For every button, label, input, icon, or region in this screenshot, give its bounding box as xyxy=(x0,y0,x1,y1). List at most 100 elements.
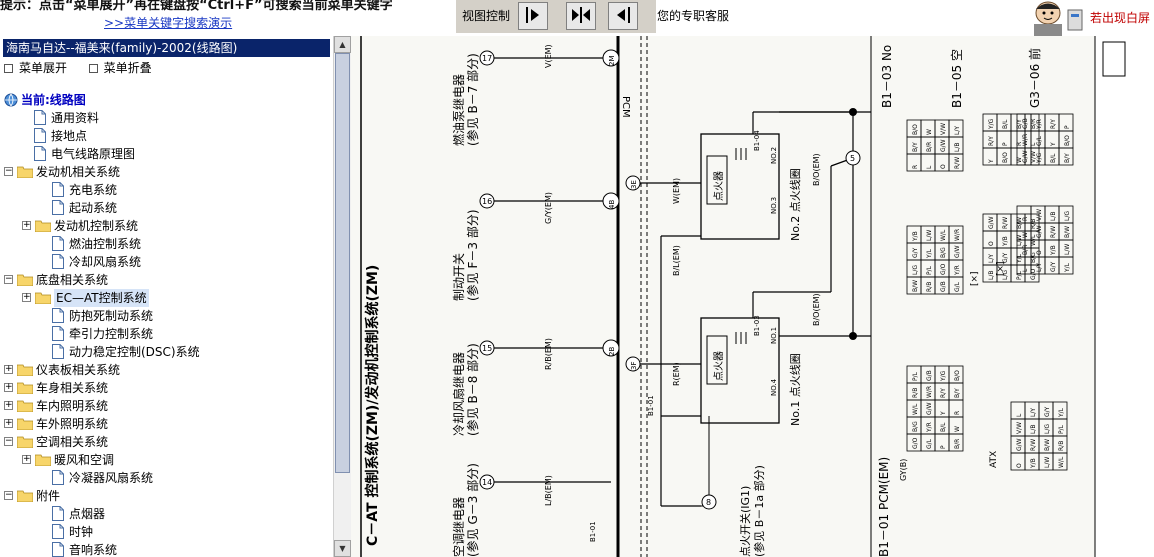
tree-item[interactable]: + 车外照明系统 xyxy=(0,415,330,433)
tree-item-label[interactable]: 电气线路原理图 xyxy=(51,147,136,161)
hint-text: 提示：点击“菜单展开”再在键盘按“Ctrl+F”可搜索当前菜单关键字 xyxy=(0,0,393,13)
tree-item[interactable]: − 附件 xyxy=(0,487,330,505)
tree-item[interactable]: + 车内照明系统 xyxy=(0,397,330,415)
expand-toggle-icon[interactable]: + xyxy=(22,220,31,230)
collapse-toggle-icon[interactable]: − xyxy=(4,436,13,446)
connector-pin-code: B/L xyxy=(1002,119,1009,129)
split-view-button[interactable] xyxy=(566,2,596,30)
tree-item-label[interactable]: 暖风和空调 xyxy=(54,453,115,467)
tree-item-label[interactable]: 冷凝器风扇系统 xyxy=(69,471,154,485)
tree-item[interactable]: 冷凝器风扇系统 xyxy=(0,469,330,487)
svg-text:14: 14 xyxy=(482,478,492,487)
expand-toggle-icon[interactable]: + xyxy=(22,292,31,302)
wire-bl-em: B/L(EM) xyxy=(672,245,681,276)
tree-item[interactable]: + 暖风和空调 xyxy=(0,451,330,469)
expand-toggle-icon[interactable]: + xyxy=(4,364,13,374)
connector-pin-code: L/Y xyxy=(954,126,961,135)
scroll-down-button[interactable]: ▼ xyxy=(334,540,351,557)
connector-pin-cell xyxy=(948,433,964,452)
scroll-up-button[interactable]: ▲ xyxy=(334,36,351,53)
expand-toggle-icon[interactable]: + xyxy=(4,418,13,428)
tree-item-label[interactable]: 车内照明系统 xyxy=(36,399,109,413)
document-icon xyxy=(52,470,64,485)
white-screen-help-link[interactable]: 若出现白屏 xyxy=(1090,11,1151,25)
collapse-menu-button[interactable]: 菜单折叠 xyxy=(103,61,152,75)
tree-item-label[interactable]: EC—AT控制系统 xyxy=(54,289,149,307)
tree-item[interactable]: 电气线路原理图 xyxy=(0,145,330,163)
document-title[interactable]: 海南马自达--福美来(family)-2002(线路图) xyxy=(3,39,330,57)
tree-item-label[interactable]: 发动机控制系统 xyxy=(54,219,139,233)
tree-item[interactable]: 时钟 xyxy=(0,523,330,541)
tree-item[interactable]: 接地点 xyxy=(0,127,330,145)
tree-item-label[interactable]: 底盘相关系统 xyxy=(36,273,109,287)
collapse-toggle-icon[interactable]: − xyxy=(4,166,13,176)
tree-item-label[interactable]: 起动系统 xyxy=(69,201,118,215)
tree-item-label[interactable]: 附件 xyxy=(36,489,61,503)
tree-item-label[interactable]: 通用资料 xyxy=(51,111,100,125)
svg-text:NO.3: NO.3 xyxy=(770,197,778,214)
expand-right-button[interactable] xyxy=(518,2,548,30)
tree-item[interactable]: + EC—AT控制系统 xyxy=(0,289,330,307)
tree-item-label[interactable]: 牵引力控制系统 xyxy=(69,327,154,341)
tree-item-label[interactable]: 音响系统 xyxy=(69,543,118,557)
tree-item[interactable]: 起动系统 xyxy=(0,199,330,217)
collapse-toggle-icon[interactable]: − xyxy=(4,490,13,500)
connector-pin-code: R/B xyxy=(1058,441,1065,451)
connector-pin-code: W/L xyxy=(1058,456,1065,468)
wire-b1-01: B1-01 xyxy=(647,395,655,416)
connector-pin-cell xyxy=(948,276,964,295)
tree-item[interactable]: − 发动机相关系统 xyxy=(0,163,330,181)
tree-item-label[interactable]: 空调相关系统 xyxy=(36,435,109,449)
tree-item[interactable]: 防抱死制动系统 xyxy=(0,307,330,325)
tree-item-label[interactable]: 接地点 xyxy=(51,129,88,143)
tree-item[interactable]: 牵引力控制系统 xyxy=(0,325,330,343)
tree-item[interactable]: + 发动机控制系统 xyxy=(0,217,330,235)
view-control-bar: 视图控制 xyxy=(456,0,656,33)
sidebar-scrollbar[interactable]: ▲ ▼ xyxy=(333,36,351,557)
tree-item-label[interactable]: 充电系统 xyxy=(69,183,118,197)
tree-item[interactable]: 点烟器 xyxy=(0,505,330,523)
connector-pin-code: W/R xyxy=(926,386,933,398)
tree-item[interactable]: 冷却风扇系统 xyxy=(0,253,330,271)
expand-menu-button[interactable]: 菜单展开 xyxy=(19,61,68,75)
tree-item[interactable]: − 空调相关系统 xyxy=(0,433,330,451)
tree-item-label[interactable]: 防抱死制动系统 xyxy=(69,309,154,323)
tree-item-label[interactable]: 点烟器 xyxy=(69,507,106,521)
connector-pin-code: Y/L xyxy=(1016,253,1023,264)
tree-item-label[interactable]: 车外照明系统 xyxy=(36,417,109,431)
document-icon xyxy=(52,308,64,323)
connector-pin-code: P/L xyxy=(912,371,919,381)
tree-item-label[interactable]: 发动机相关系统 xyxy=(36,165,121,179)
tree-item[interactable]: 充电系统 xyxy=(0,181,330,199)
tree-item-label[interactable]: 燃油控制系统 xyxy=(69,237,142,251)
tree-item[interactable]: 音响系统 xyxy=(0,541,330,557)
svg-text:B1-01: B1-01 xyxy=(589,521,597,542)
folder-icon xyxy=(17,400,33,412)
expand-toggle-icon[interactable]: + xyxy=(4,382,13,392)
collapse-toggle-icon[interactable]: − xyxy=(4,274,13,284)
tree-item-label[interactable]: 车身相关系统 xyxy=(36,381,109,395)
connector-pin-code: V/W xyxy=(940,123,947,135)
tree-item-label[interactable]: 冷却风扇系统 xyxy=(69,255,142,269)
connector-pin-code: P xyxy=(1002,142,1009,146)
expand-toggle-icon[interactable]: + xyxy=(4,400,13,410)
tree-item-label[interactable]: 动力稳定控制(DSC)系统 xyxy=(69,345,200,359)
search-demo-link[interactable]: >>菜单关键字搜索演示 xyxy=(104,16,233,30)
connector-pin-code: W/L xyxy=(912,403,919,415)
expand-toggle-icon[interactable]: + xyxy=(22,454,31,464)
connector-pin-code: L/Y xyxy=(988,254,995,263)
expand-left-button[interactable] xyxy=(608,2,638,30)
tree-item[interactable]: 通用资料 xyxy=(0,109,330,127)
tree-item[interactable]: − 底盘相关系统 xyxy=(0,271,330,289)
tree-item[interactable]: + 车身相关系统 xyxy=(0,379,330,397)
tree-item[interactable]: 燃油控制系统 xyxy=(0,235,330,253)
connector-pin-code: Y/B xyxy=(1002,236,1009,247)
scroll-thumb[interactable] xyxy=(335,53,350,473)
tree-item-label[interactable]: 仪表板相关系统 xyxy=(36,363,121,377)
connector-pin-code: G/L xyxy=(954,281,961,292)
tree-item[interactable]: + 仪表板相关系统 xyxy=(0,361,330,379)
tree-item-label[interactable]: 时钟 xyxy=(69,525,94,539)
customer-service-mascot-icon xyxy=(1034,1,1083,36)
tree-item[interactable]: 动力稳定控制(DSC)系统 xyxy=(0,343,330,361)
coil2-igniter-label: 点火器 xyxy=(713,171,725,201)
